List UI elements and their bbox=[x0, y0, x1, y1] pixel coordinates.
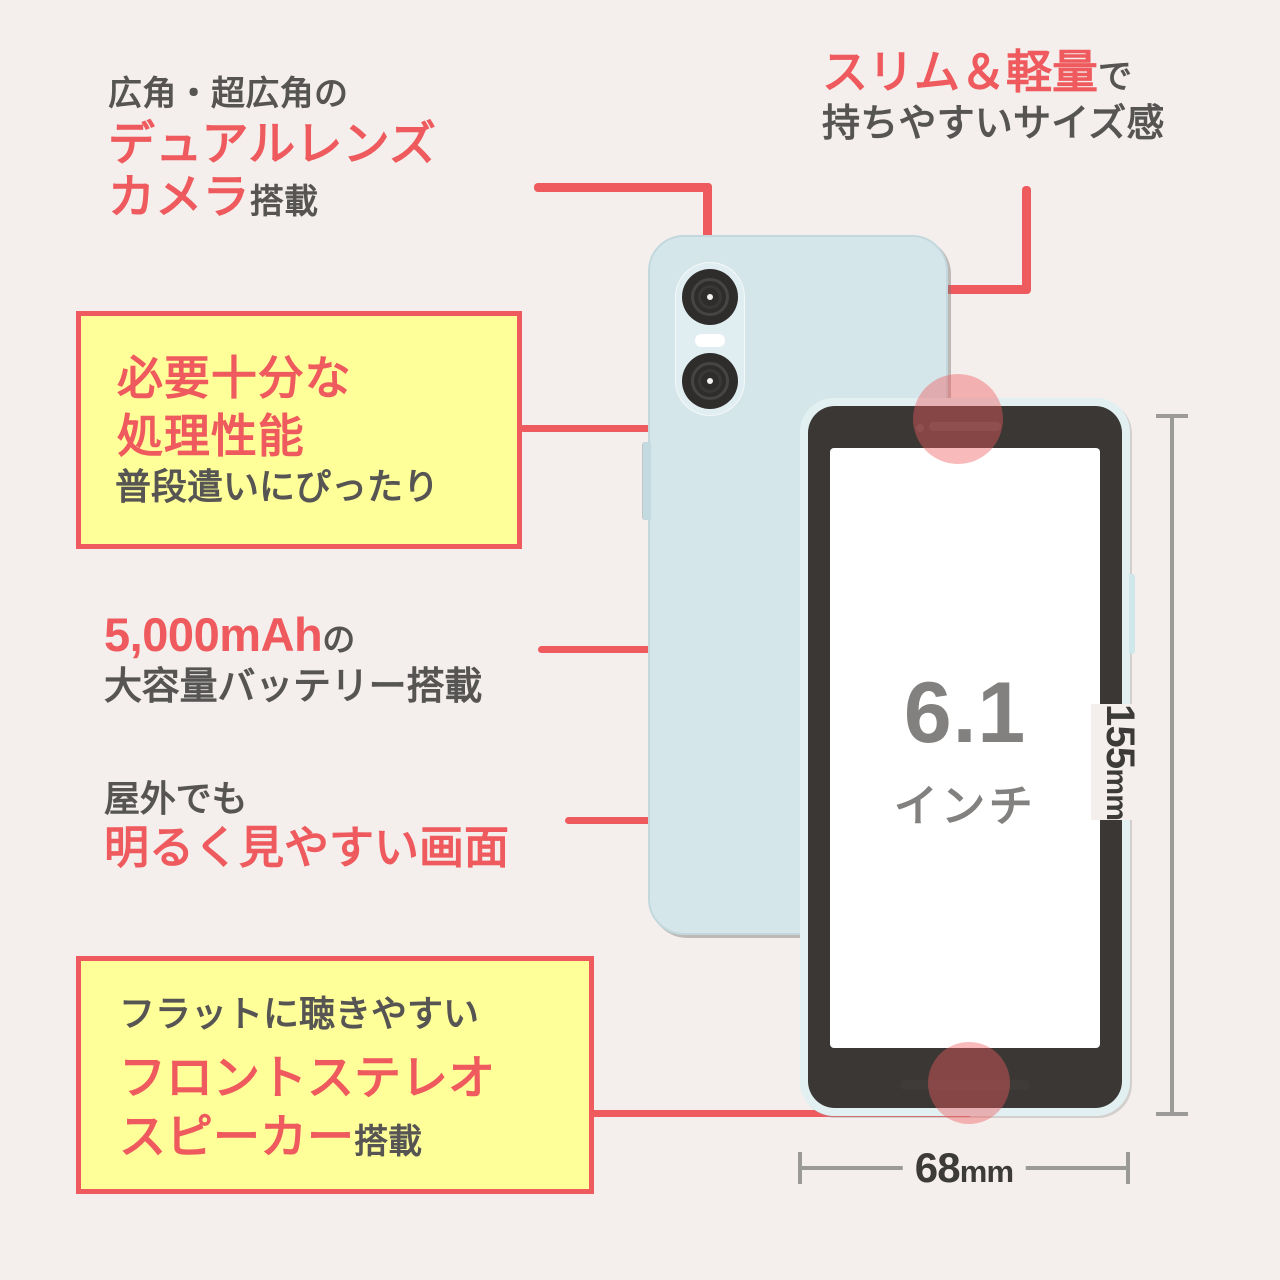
callout-speaker-line2: フロントステレオ bbox=[119, 1051, 495, 1104]
callout-battery-line1: 5,000mAhの bbox=[104, 608, 482, 661]
callout-display-line2: 明るく見やすい画面 bbox=[104, 821, 510, 873]
callout-battery-line2: 大容量バッテリー搭載 bbox=[104, 665, 483, 708]
callout-speaker-box: フラットに聴きやすい フロントステレオ スピーカー搭載 bbox=[76, 956, 594, 1194]
callout-camera-line3: カメラ搭載 bbox=[108, 172, 436, 223]
connector-slim-horizontal bbox=[912, 285, 1031, 294]
callout-slim-line1-suffix: で bbox=[1098, 58, 1132, 96]
callout-speaker-line1: フラットに聴きやすい bbox=[119, 993, 480, 1034]
dimension-height-value: 155 bbox=[1098, 704, 1142, 769]
bottom-speaker-icon bbox=[900, 1080, 1030, 1090]
callout-performance-line1: 必要十分な bbox=[117, 352, 352, 404]
connector-camera-horizontal bbox=[534, 183, 712, 192]
callout-battery-line1-suffix: の bbox=[322, 621, 355, 658]
dimension-width-cap-right bbox=[1126, 1152, 1130, 1184]
ultrawide-camera-lens-icon bbox=[682, 353, 738, 409]
callout-slim: スリム＆軽量で 持ちやすいサイズ感 bbox=[822, 46, 1165, 145]
dimension-width: 68mm bbox=[798, 1144, 1130, 1192]
screen-size-number: 6.1 bbox=[903, 665, 1027, 761]
dimension-height-cap-top bbox=[1156, 414, 1188, 418]
side-button-front bbox=[1129, 574, 1135, 654]
earpiece-speaker-icon bbox=[929, 422, 1001, 431]
wide-camera-lens-icon bbox=[682, 269, 738, 325]
callout-camera-line3-suffix: 搭載 bbox=[249, 183, 319, 222]
dimension-width-label: 68mm bbox=[902, 1144, 1026, 1192]
dimension-height-line bbox=[1170, 414, 1174, 1116]
phone-front-view: 6.1 インチ bbox=[800, 398, 1135, 1116]
phone-screen: 6.1 インチ bbox=[830, 448, 1100, 1048]
front-camera-icon bbox=[916, 424, 924, 432]
callout-camera: 広角・超広角の デュアルレンズ カメラ搭載 bbox=[108, 76, 436, 223]
callout-camera-line1: 広角・超広角の bbox=[108, 75, 349, 113]
dimension-height-label: 155mm bbox=[1091, 704, 1148, 821]
callout-camera-line3-emphasis: カメラ bbox=[108, 170, 250, 224]
camera-module bbox=[676, 263, 744, 415]
dimension-height-cap-bottom bbox=[1156, 1112, 1188, 1116]
connector-speaker bbox=[590, 1110, 972, 1117]
callout-performance-line3: 普段遣いにぴったり bbox=[115, 466, 440, 507]
callout-performance-line2: 処理性能 bbox=[117, 410, 305, 462]
connector-battery bbox=[538, 646, 738, 653]
screen-size-label: 6.1 インチ bbox=[830, 670, 1100, 834]
screen-size-unit: インチ bbox=[893, 782, 1037, 831]
callout-performance-box: 必要十分な 処理性能 普段遣いにぴったり bbox=[76, 311, 522, 549]
callout-speaker-line3-suffix: 搭載 bbox=[354, 1123, 422, 1161]
callout-slim-line1: スリム＆軽量で bbox=[822, 46, 1165, 98]
highlight-circle-top-speaker bbox=[913, 374, 1003, 464]
callout-battery-capacity: 5,000mAh bbox=[104, 608, 323, 661]
dimension-height-unit: mm bbox=[1100, 768, 1133, 821]
connector-performance bbox=[520, 425, 735, 432]
callout-battery: 5,000mAhの 大容量バッテリー搭載 bbox=[104, 608, 483, 708]
callout-display-line1: 屋外でも bbox=[104, 778, 248, 819]
dimension-width-cap-left bbox=[798, 1152, 802, 1184]
connector-slim-vertical bbox=[1022, 186, 1031, 293]
side-button-back bbox=[643, 442, 651, 520]
callout-display: 屋外でも 明るく見やすい画面 bbox=[104, 778, 510, 873]
phone-bezel: 6.1 インチ bbox=[808, 406, 1122, 1108]
connector-camera-vertical bbox=[703, 183, 712, 263]
dimension-width-value: 68 bbox=[914, 1144, 961, 1191]
callout-slim-line2: 持ちやすいサイズ感 bbox=[822, 102, 1165, 145]
highlight-circle-bottom-speaker bbox=[928, 1042, 1010, 1124]
dimension-width-unit: mm bbox=[959, 1154, 1014, 1189]
callout-camera-line2: デュアルレンズ bbox=[108, 116, 437, 170]
callout-speaker-line3-emphasis: スピーカー bbox=[119, 1110, 354, 1163]
callout-slim-line1-emphasis: スリム＆軽量 bbox=[822, 46, 1098, 98]
camera-flash-icon bbox=[695, 334, 725, 347]
dimension-height: 155mm bbox=[1091, 414, 1192, 1116]
callout-speaker-line3: スピーカー搭載 bbox=[119, 1098, 422, 1167]
